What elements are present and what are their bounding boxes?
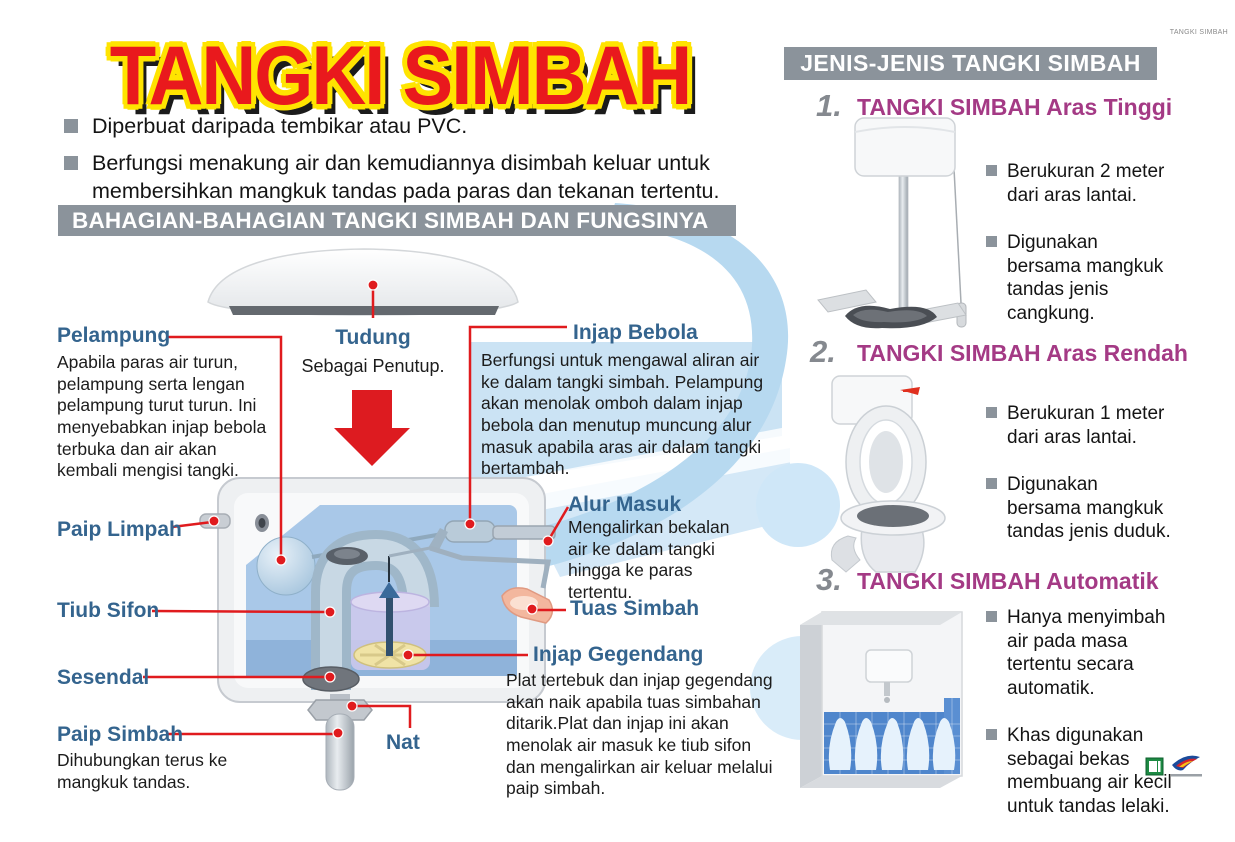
- square-bullet-icon: [64, 119, 78, 133]
- type-1-bullet-2-text: Digunakan bersama mangkuk tandas jenis c…: [1007, 232, 1164, 324]
- intro-bullet-1: Diperbuat daripada tembikar atau PVC.: [64, 112, 744, 141]
- part-label-paip-limpah: Paip Limpah: [57, 518, 182, 541]
- tank-lid-illustration: [207, 248, 519, 316]
- callout-lines: [143, 285, 570, 736]
- part-desc-paip-simbah: Dihubungkan terus ke mangkuk tandas.: [57, 750, 228, 792]
- type-3-bullet-1: Hanya menyimbah air pada masa tertentu s…: [986, 606, 1191, 700]
- part-desc-injap-gegendang: Plat tertebuk dan injap gegendang akan n…: [506, 670, 773, 799]
- type-3-number: 3.: [816, 562, 842, 597]
- type-1-title: TANGKI SIMBAH Aras Tinggi: [857, 94, 1173, 120]
- part-label-paip-simbah: Paip Simbah: [57, 723, 184, 746]
- poster-title: TANGKI SIMBAH: [109, 29, 693, 123]
- square-bullet-icon: [986, 478, 997, 490]
- type-2-bullet-2-text: Digunakan bersama mangkuk tandas jenis d…: [1007, 474, 1171, 543]
- down-arrow-icon: [334, 390, 410, 466]
- types-panel-header: JENIS-JENIS TANGKI SIMBAH: [784, 47, 1157, 80]
- automatic-tank-illustration: [800, 611, 963, 788]
- square-bullet-icon: [986, 729, 997, 741]
- section-banner: BAHAGIAN-BAHAGIAN TANGKI SIMBAH DAN FUNG…: [58, 205, 736, 236]
- part-label-sesendal: Sesendal: [57, 666, 150, 689]
- poster-tangki-simbah: { "poster": { "corner_tag": "TANGKI SIMB…: [57, 29, 1228, 817]
- callout-dots: [208, 279, 554, 739]
- type-2-bullet-1: Berukuran 1 meter dari aras lantai.: [986, 402, 1191, 449]
- part-label-pelampung: Pelampung: [57, 324, 171, 347]
- square-bullet-icon: [986, 165, 997, 176]
- type-1-bullets: Berukuran 2 meter dari aras lantai. Digu…: [986, 160, 1191, 349]
- type-1-bullet-2: Digunakan bersama mangkuk tandas jenis c…: [986, 231, 1191, 325]
- part-desc-injap-bebola: Berfungsi untuk mengawal aliran air ke d…: [481, 350, 764, 479]
- part-desc-pelampung: Apabila paras air turun, pelampung serta…: [57, 352, 267, 481]
- type-1-bullet-1-text: Berukuran 2 meter dari aras lantai.: [1007, 161, 1165, 206]
- intro-bullet-2-text: Berfungsi menakung air dan kemudiannya d…: [92, 150, 720, 204]
- square-bullet-icon: [64, 155, 78, 170]
- part-label-nat: Nat: [386, 731, 420, 754]
- high-level-tank-illustration: [817, 117, 967, 329]
- part-label-tiub-sifon: Tiub Sifon: [57, 599, 160, 622]
- brand-logo: [1171, 755, 1202, 777]
- type-3-title: TANGKI SIMBAH Automatik: [857, 568, 1159, 594]
- part-label-tudung: Tudung: [335, 326, 411, 349]
- intro-bullet-2: Berfungsi menakung air dan kemudiannya d…: [64, 149, 744, 206]
- square-bullet-icon: [986, 236, 997, 248]
- low-level-tank-illustration: [830, 375, 946, 573]
- type-2-bullet-1-text: Berukuran 1 meter dari aras lantai.: [1007, 403, 1165, 448]
- footer-logos: [1145, 755, 1202, 777]
- tank-body-illustration: [199, 477, 556, 791]
- intro-bullet-1-text: Diperbuat daripada tembikar atau PVC.: [92, 114, 468, 138]
- type-3-bullet-2-text: Khas digunakan sebagai bekas membuang ai…: [1007, 725, 1172, 817]
- part-desc-alur-masuk: Mengalirkan bekalan air ke dalam tangki …: [568, 517, 730, 603]
- part-label-tuas-simbah: Tuas Simbah: [570, 597, 700, 620]
- type-3-bullet-2: Khas digunakan sebagai bekas membuang ai…: [986, 724, 1191, 818]
- certification-logo: [1145, 757, 1164, 776]
- type-2-title: TANGKI SIMBAH Aras Rendah: [857, 340, 1188, 366]
- type-2-bullets: Berukuran 1 meter dari aras lantai. Digu…: [986, 402, 1191, 568]
- poster-artwork: [143, 117, 1202, 791]
- square-bullet-icon: [986, 407, 997, 418]
- type-1-number: 1.: [816, 88, 842, 123]
- type-1-bullet-1: Berukuran 2 meter dari aras lantai.: [986, 160, 1191, 207]
- type-3-bullet-1-text: Hanya menyimbah air pada masa tertentu s…: [1007, 607, 1166, 699]
- type-2-number: 2.: [810, 334, 836, 369]
- urinal-shapes: [828, 718, 956, 770]
- part-label-injap-gegendang: Injap Gegendang: [533, 643, 704, 666]
- type-2-bullet-2: Digunakan bersama mangkuk tandas jenis d…: [986, 473, 1191, 544]
- part-desc-tudung: Sebagai Penutup.: [301, 356, 445, 376]
- part-label-alur-masuk: Alur Masuk: [568, 493, 682, 516]
- corner-tag: TANGKI SIMBAH: [1169, 29, 1228, 36]
- type-3-bullets: Hanya menyimbah air pada masa tertentu s…: [986, 606, 1191, 842]
- tank-diagram-illustration: [143, 248, 570, 791]
- part-label-injap-bebola: Injap Bebola: [573, 321, 698, 344]
- square-bullet-icon: [986, 611, 997, 622]
- intro-bullets: Diperbuat daripada tembikar atau PVC. Be…: [64, 112, 744, 214]
